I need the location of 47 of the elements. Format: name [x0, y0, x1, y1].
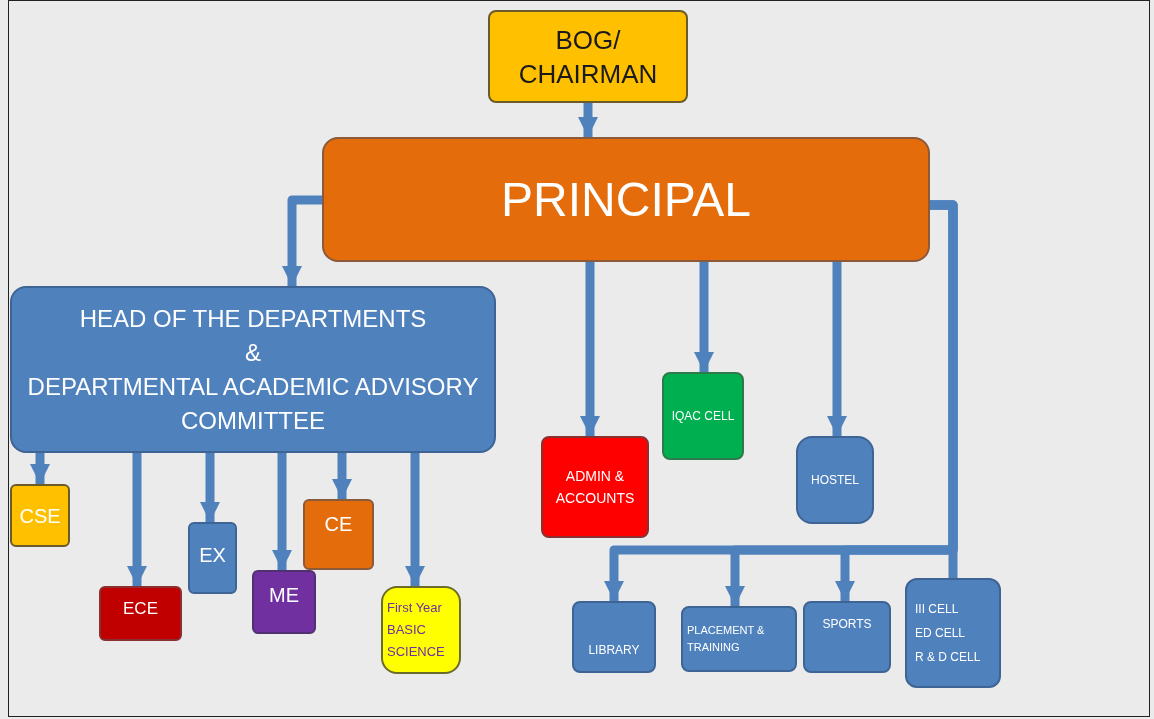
- node-label: DEPARTMENTAL ACADEMIC ADVISORY COMMITTEE: [26, 371, 480, 436]
- node-label: PRINCIPAL: [501, 171, 751, 228]
- node-label: III CELL: [915, 601, 959, 618]
- arrow: [127, 453, 147, 586]
- node-label: PLACEMENT & TRAINING: [687, 623, 766, 655]
- node-label: CSE: [19, 503, 61, 529]
- node-label: BOG/ CHAIRMAN: [517, 23, 659, 91]
- department-box: [252, 570, 316, 634]
- arrow: [272, 453, 292, 570]
- department-box: [572, 601, 656, 673]
- node-label: SPORTS: [822, 616, 872, 633]
- department-box: [662, 372, 744, 460]
- department-box: [303, 499, 374, 570]
- department-box: [381, 586, 461, 674]
- node-label: HOSTEL: [811, 472, 859, 489]
- node-label: &: [245, 337, 261, 368]
- node-label: IQAC CELL: [671, 408, 735, 425]
- arrow: [578, 103, 598, 137]
- node-label: ME: [269, 583, 299, 608]
- arrow: [827, 262, 847, 436]
- department-heads-box: [10, 286, 496, 453]
- node-label: ED CELL: [915, 625, 966, 642]
- node-label: EX: [199, 543, 226, 568]
- arrow: [332, 453, 352, 499]
- department-box: [541, 436, 649, 538]
- node-label: CE: [324, 512, 353, 537]
- department-box: [681, 606, 797, 672]
- arrow: [580, 262, 600, 436]
- department-box: [10, 484, 70, 547]
- arrow: [282, 195, 322, 286]
- department-box: [99, 586, 182, 641]
- board-box: [488, 10, 688, 103]
- department-box: [796, 436, 874, 524]
- department-box: [803, 601, 891, 673]
- arrow: [694, 262, 714, 372]
- arrow: [405, 453, 425, 586]
- node-label: ECE: [123, 598, 158, 620]
- node-label: HEAD OF THE DEPARTMENTS: [79, 303, 427, 334]
- node-label: LIBRARY: [588, 642, 640, 659]
- department-box: [188, 522, 237, 594]
- principal-box: [322, 137, 930, 262]
- node-label: R & D CELL: [915, 649, 981, 666]
- node-label: ADMIN & ACCOUNTS: [554, 467, 636, 508]
- arrow: [200, 453, 220, 522]
- node-label: First Year BASIC SCIENCE: [387, 599, 446, 661]
- department-box: [905, 578, 1001, 688]
- arrow: [30, 453, 50, 484]
